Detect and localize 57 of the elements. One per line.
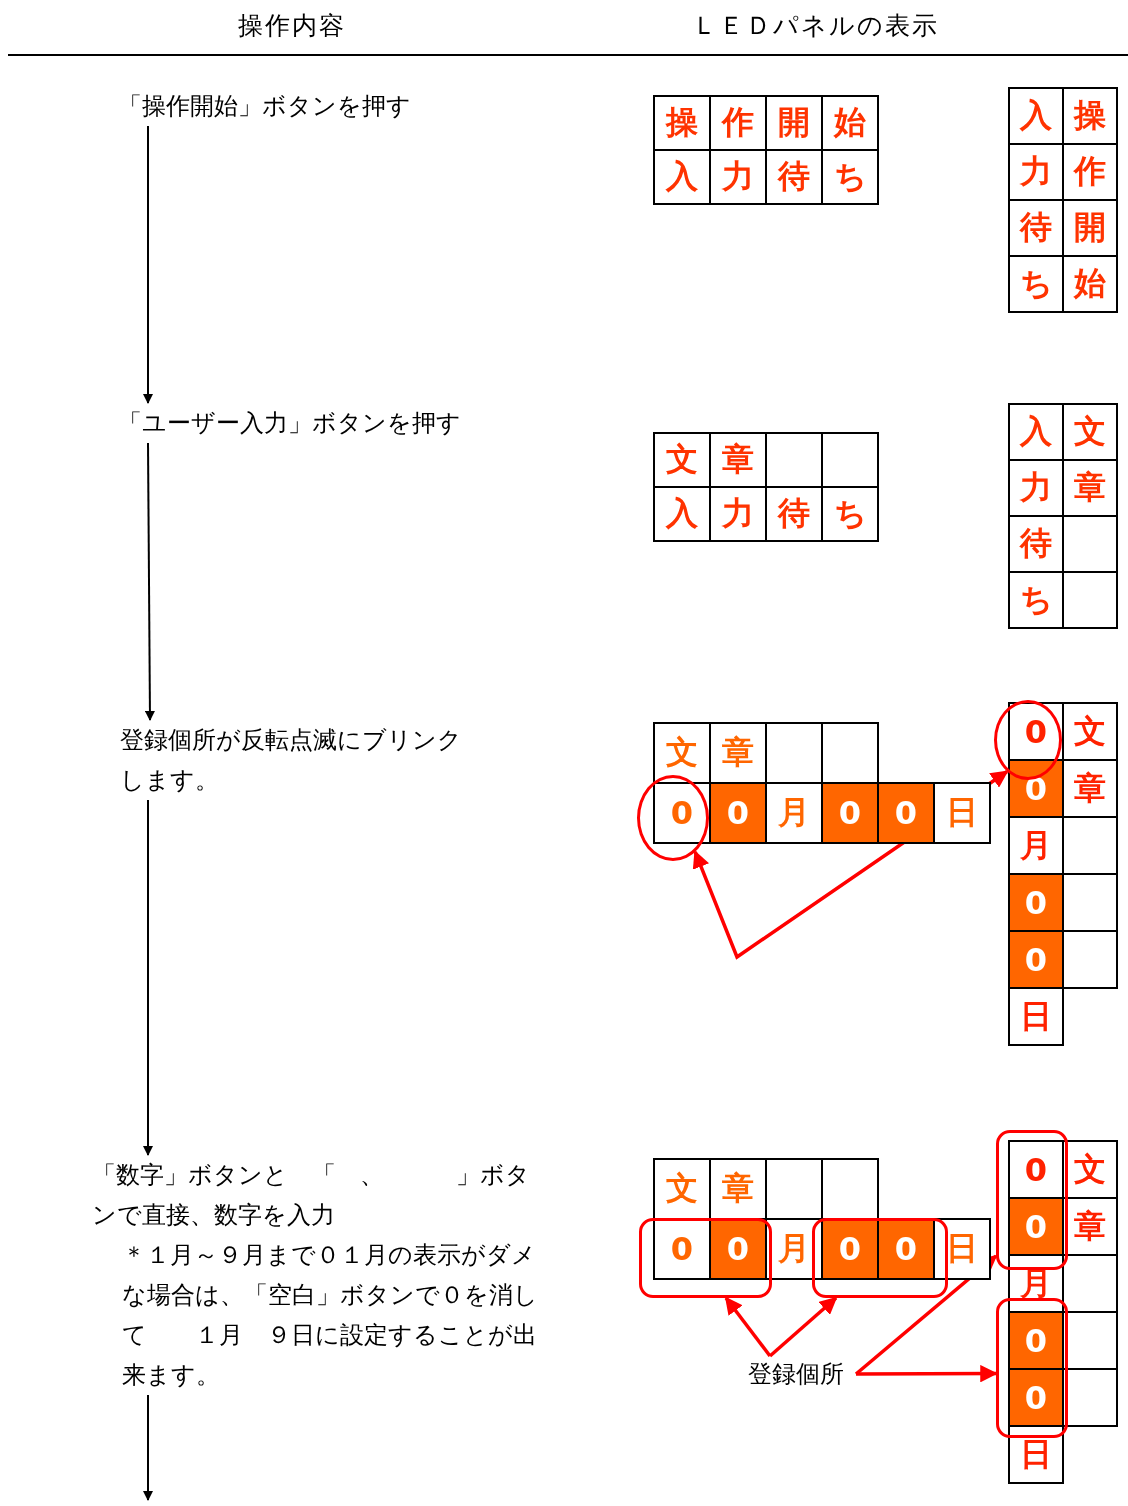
led-cell: 0 [1008, 1311, 1064, 1370]
led-cell: 0 [709, 782, 767, 844]
highlight-box [996, 1298, 1068, 1438]
led-cell: 文 [1062, 403, 1118, 461]
led-cell: 文 [653, 722, 711, 784]
instruction-text: 「ユーザー入力」ボタンを押す [118, 403, 578, 443]
led-cell: 0 [1008, 873, 1064, 932]
led-cell: 入 [1008, 87, 1064, 145]
led-cell: ち [821, 149, 879, 205]
led-cell: 文 [653, 432, 711, 488]
led-cell: 0 [709, 1218, 767, 1280]
led-cell: 入 [653, 486, 711, 542]
note-text: ＊１月～９月まで０１月の表示がダメな場合は、「空白」ボタンで０を消して １月 ９日に設定することが出来ます。 [121, 1240, 539, 1391]
led-cell: 0 [821, 782, 879, 844]
led-cell: ち [1008, 571, 1064, 629]
arrow [143, 799, 153, 1156]
instruction-text: 登録個所が反転点滅にブリンクします。 [120, 720, 470, 800]
led-cell: 文 [1062, 1140, 1118, 1199]
arrow [144, 442, 155, 721]
led-cell: 0 [877, 1218, 935, 1280]
led-cell: 日 [1008, 987, 1064, 1046]
led-cell: 入 [1008, 403, 1064, 461]
column-heading: ＬＥＤパネルの表示 [690, 10, 940, 42]
led-cell: 0 [1008, 930, 1064, 989]
arrow [143, 1394, 153, 1501]
led-cell: 0 [1008, 1197, 1064, 1256]
arrow [768, 1296, 838, 1358]
led-cell: 始 [1062, 255, 1118, 313]
led-cell: 始 [821, 95, 879, 151]
led-cell: 0 [653, 1218, 711, 1280]
led-cell: 0 [653, 782, 711, 844]
led-cell: 日 [933, 782, 991, 844]
arrow [856, 1364, 998, 1383]
highlight-ellipse [637, 775, 709, 861]
led-cell: 日 [933, 1218, 991, 1280]
callout-label: 登録個所 [736, 1356, 856, 1392]
led-cell: 0 [877, 782, 935, 844]
instruction-text: 「操作開始」ボタンを押す [118, 86, 538, 126]
highlight-box [996, 1130, 1068, 1270]
led-cell: 入 [653, 149, 711, 205]
led-cell: 文 [1062, 702, 1118, 761]
arrow [143, 125, 153, 404]
led-cell: 文 [653, 1158, 711, 1220]
led-cell: ち [1008, 255, 1064, 313]
led-cell: 0 [1008, 759, 1064, 818]
led-cell: 0 [821, 1218, 879, 1280]
highlight-box [812, 1218, 948, 1298]
led-cell: ち [821, 486, 879, 542]
column-heading: 操作内容 [237, 10, 347, 42]
led-cell: 日 [1008, 1425, 1064, 1484]
led-cell: 0 [1008, 1140, 1064, 1199]
instruction-text: 「数字」ボタンと 「 、 」ボタンで直接、数字を入力 [92, 1160, 531, 1231]
arrow [724, 1296, 772, 1358]
highlight-box [639, 1218, 772, 1298]
led-cell: 操 [1062, 87, 1118, 145]
led-cell: 操 [653, 95, 711, 151]
led-cell: 0 [1008, 1368, 1064, 1427]
